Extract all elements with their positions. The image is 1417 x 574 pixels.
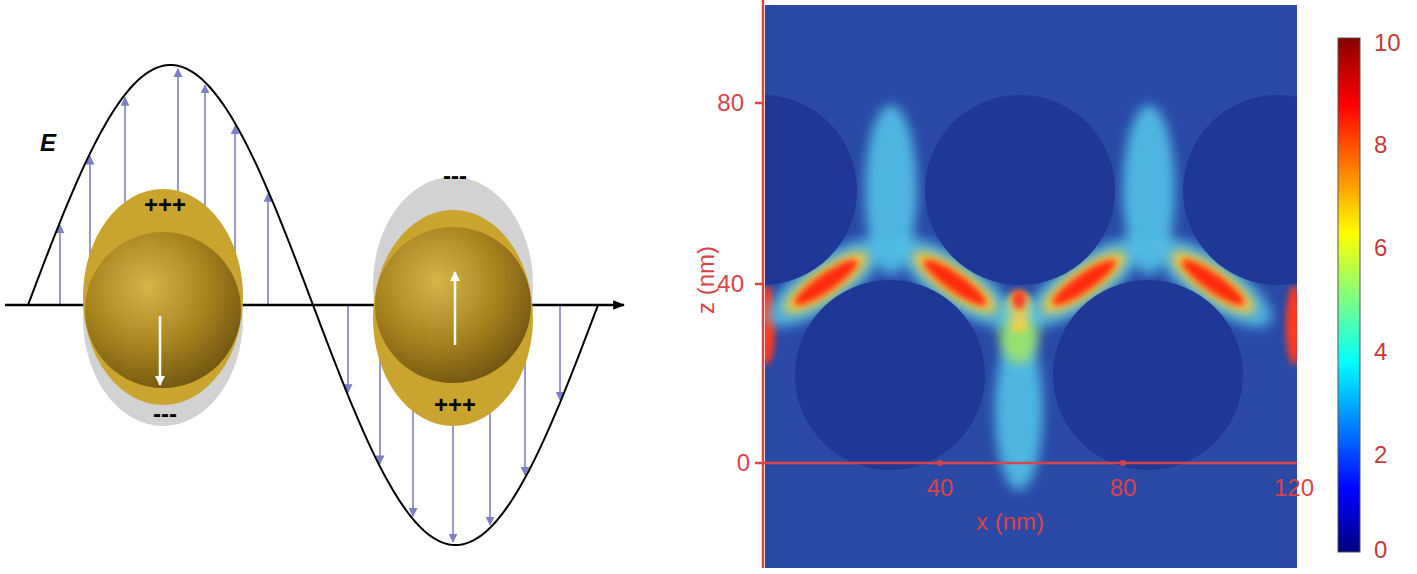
tick-label: 0: [737, 451, 750, 475]
dipole-arrow: [454, 272, 457, 345]
colorbar-label: 10: [1374, 31, 1401, 55]
tick-label: 80: [1110, 476, 1137, 500]
tick-label: 120: [1274, 476, 1314, 500]
field-hotspot: [1286, 285, 1297, 365]
axis-title: z (nm): [694, 246, 718, 314]
tick: [755, 283, 763, 286]
particle-shell: [83, 189, 243, 405]
charge-sign: ---: [153, 402, 177, 426]
field-arrow: [347, 305, 349, 392]
charge-sign: +++: [144, 193, 186, 217]
field-arrow: [559, 305, 561, 400]
tick-label: 40: [927, 476, 954, 500]
x-axis: [763, 462, 1297, 465]
gold-nanoparticle: [373, 177, 533, 426]
particle-section: [795, 280, 985, 470]
charge-sign: +++: [434, 393, 476, 417]
particle-section: [1053, 280, 1243, 470]
particle-section: [765, 95, 857, 285]
particle-shell: [373, 210, 533, 426]
charge-sign: ---: [443, 164, 467, 188]
field-arrow: [59, 225, 61, 305]
colorbar-label: 4: [1374, 340, 1387, 364]
gold-nanoparticle: [83, 189, 243, 426]
colorbar-label: 2: [1374, 443, 1387, 467]
dipole-arrow: [159, 316, 162, 385]
tick-label: 80: [717, 91, 744, 115]
field-map: [765, 5, 1297, 568]
tick: [755, 462, 763, 465]
field-hotspot: [1011, 290, 1027, 310]
tick: [755, 102, 763, 105]
axis-title: x (nm): [976, 510, 1044, 534]
tick: [1120, 460, 1126, 466]
field-symbol: E: [40, 131, 56, 155]
particle-core: [375, 227, 531, 383]
particle-section: [1183, 95, 1297, 285]
tick: [937, 460, 943, 466]
particle-core: [85, 232, 241, 388]
particle-section: [925, 95, 1115, 285]
particle-sections: [765, 95, 1297, 470]
tick-label: 40: [717, 272, 744, 296]
colorbar: [1338, 38, 1360, 552]
colorbar-label: 8: [1374, 133, 1387, 157]
field-arrow: [267, 194, 269, 305]
colorbar-label: 0: [1374, 538, 1387, 562]
colorbar-label: 6: [1374, 236, 1387, 260]
